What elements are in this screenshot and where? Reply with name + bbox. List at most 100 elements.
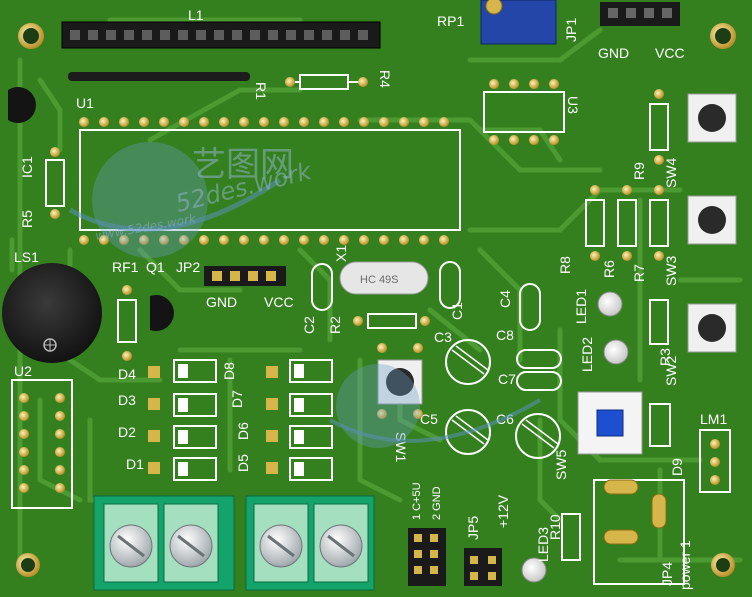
label-vcc-top: VCC xyxy=(655,45,685,61)
label-d1: D1 xyxy=(126,456,144,472)
label-c2: C2 xyxy=(301,316,317,334)
diode-column-left xyxy=(148,366,160,474)
label-d7: D7 xyxy=(229,390,245,408)
label-c1: C1 xyxy=(449,302,465,320)
label-ls1: LS1 xyxy=(14,249,39,265)
ic-u1-pins xyxy=(79,117,449,245)
ic-u1-outline xyxy=(79,129,461,231)
resistor-r8 xyxy=(585,199,605,247)
label-jp2: JP2 xyxy=(176,259,200,275)
label-lm1: LM1 xyxy=(700,411,727,427)
led-3 xyxy=(521,557,547,583)
mounting-holes xyxy=(16,23,736,577)
label-d3: D3 xyxy=(118,392,136,408)
diode-outlines-left xyxy=(173,359,217,481)
crystal-x1 xyxy=(339,261,429,295)
label-d8: D8 xyxy=(221,362,237,380)
label-r6: R6 xyxy=(601,260,617,278)
label-q1: Q1 xyxy=(146,259,165,275)
label-r4: R4 xyxy=(377,70,393,88)
label-l1: L1 xyxy=(188,7,204,23)
label-c3: C3 xyxy=(434,329,452,345)
label-r3: R3 xyxy=(657,348,673,366)
label-d9: D9 xyxy=(669,458,685,476)
label-plus12v: +12V xyxy=(495,494,511,528)
watermark xyxy=(68,142,542,448)
label-r9: R9 xyxy=(631,162,647,180)
buzzer-ls1 xyxy=(2,263,102,363)
transistor-q1 xyxy=(150,295,174,332)
label-d5: D5 xyxy=(235,454,251,472)
label-led1: LED1 xyxy=(573,289,589,324)
bar-connector xyxy=(68,72,250,81)
label-c7: C7 xyxy=(498,371,516,387)
label-power1: power 1 xyxy=(677,540,693,590)
label-r10: R10 xyxy=(547,514,563,540)
label-vcc-mid: VCC xyxy=(264,294,294,310)
header-l1 xyxy=(61,21,381,49)
label-r1: R1 xyxy=(253,82,269,100)
label-r8: R8 xyxy=(557,256,573,274)
header-jp1 xyxy=(600,2,680,26)
label-gnd-top: GND xyxy=(598,45,629,61)
capacitor-c1 xyxy=(439,261,461,309)
label-led3: LED3 xyxy=(535,527,551,562)
label-jp1: JP1 xyxy=(563,18,579,42)
label-sw5: SW5 xyxy=(553,449,569,480)
label-r2: R2 xyxy=(327,316,343,334)
label-d2: D2 xyxy=(118,424,136,440)
label-pin-1: 1 C+5U xyxy=(411,482,423,520)
diode-d9-outline xyxy=(649,403,671,447)
label-crystal: HC 49S xyxy=(360,274,399,286)
label-gnd-mid: GND xyxy=(206,294,237,310)
label-c5: C5 xyxy=(420,411,438,427)
capacitor-c4 xyxy=(519,283,541,331)
resistor-rf1 xyxy=(117,299,137,343)
label-sw4: SW4 xyxy=(663,157,679,188)
header-jp2 xyxy=(204,266,286,286)
label-r7: R7 xyxy=(631,264,647,282)
resistor-r6 xyxy=(617,199,637,247)
capacitor-c7 xyxy=(516,371,562,391)
label-led2: LED2 xyxy=(579,337,595,372)
label-jp4: JP4 xyxy=(659,562,675,586)
resistor-r9 xyxy=(649,103,669,151)
terminal-blocks xyxy=(93,495,375,591)
label-u2: U2 xyxy=(14,363,32,379)
header-jp5-block xyxy=(408,528,502,586)
resistor-r5 xyxy=(45,159,65,207)
led-1 xyxy=(597,291,623,317)
diode-column-right xyxy=(266,366,278,474)
resistor-r3 xyxy=(649,299,669,345)
regulator-lm1 xyxy=(699,429,731,493)
label-d4: D4 xyxy=(118,366,136,382)
label-ic1: IC1 xyxy=(19,156,35,178)
resistor-r7 xyxy=(649,199,669,247)
power-jack-outline xyxy=(593,479,685,585)
electrolytic-caps xyxy=(445,339,561,459)
led-2 xyxy=(603,339,629,365)
label-rf1: RF1 xyxy=(112,259,139,275)
watermark-chinese: 艺图网 xyxy=(192,145,294,185)
potentiometer-rp1 xyxy=(480,0,557,45)
capacitor-c2 xyxy=(311,263,333,311)
ic-u2-outline xyxy=(11,379,73,509)
diode-outlines-right xyxy=(289,359,333,481)
capacitor-c8 xyxy=(516,349,562,369)
label-u1: U1 xyxy=(76,95,94,111)
label-pin-2: 2 GND xyxy=(431,486,443,520)
label-r5: R5 xyxy=(19,210,35,228)
button-sw3 xyxy=(687,195,737,245)
label-c4: C4 xyxy=(497,290,513,308)
label-rp1: RP1 xyxy=(437,13,464,29)
button-sw2 xyxy=(687,303,737,353)
transistor-top-left xyxy=(8,86,36,123)
button-sw4 xyxy=(687,93,737,143)
label-x1: X1 xyxy=(333,245,349,262)
label-c8: C8 xyxy=(496,327,514,343)
label-jp5: JP5 xyxy=(465,516,481,540)
label-sw2: SW2 xyxy=(663,355,679,386)
ic-u3-outline xyxy=(483,91,565,133)
